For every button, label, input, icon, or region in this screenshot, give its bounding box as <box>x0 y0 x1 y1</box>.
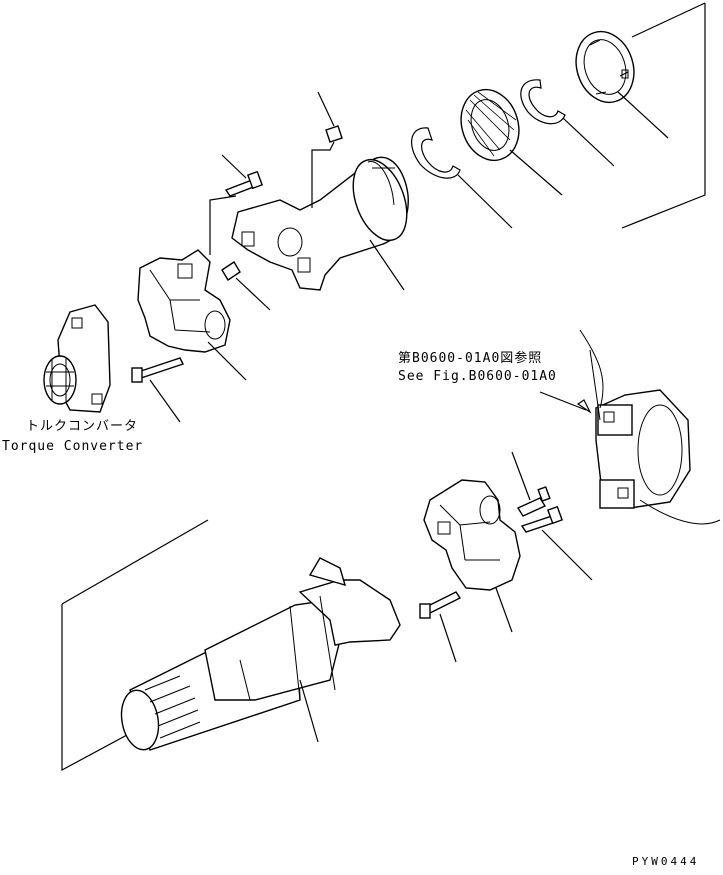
companion-flange-right <box>539 329 721 525</box>
group-bracket-upper <box>621 3 706 229</box>
slip-yoke <box>231 156 409 291</box>
bearing-ring <box>460 88 563 196</box>
torque-converter-label-jp: トルクコンバータ <box>26 419 139 434</box>
snap-ring-left <box>411 127 513 229</box>
figure-code: PYW0444 <box>632 855 700 868</box>
bolt-lower-center <box>419 591 462 663</box>
universal-joint-spider-lower <box>423 479 521 633</box>
drive-shaft <box>61 519 401 772</box>
grease-fitting-upper <box>311 91 343 208</box>
outer-bearing-race <box>575 2 706 139</box>
reference-label-jp: 第B0600-01A0図参照 <box>398 351 543 366</box>
snap-ring-right <box>520 79 615 167</box>
grease-fitting-spider <box>221 261 271 311</box>
bolt-lower-right <box>520 505 593 581</box>
flange-yoke-torque-converter <box>43 304 111 413</box>
bolt-upper <box>209 154 263 255</box>
grease-fitting-lower <box>511 451 551 517</box>
bolt-lower-left <box>131 357 184 423</box>
torque-converter-label-en: Torque Converter <box>2 439 144 454</box>
reference-label-en: See Fig.B0600-01A0 <box>398 369 557 384</box>
universal-joint-spider-upper <box>137 249 247 381</box>
